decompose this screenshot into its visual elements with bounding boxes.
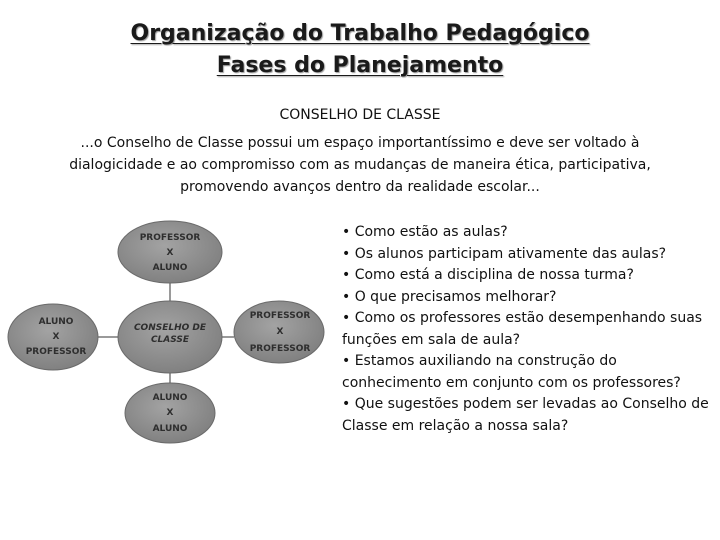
node-right-line3: PROFESSOR: [250, 344, 311, 354]
node-top-line3: ALUNO: [153, 263, 188, 273]
node-center-line2: CLASSE: [151, 335, 190, 345]
node-center-line1: CONSELHO DE: [134, 323, 207, 333]
node-right: PROFESSOR X PROFESSOR: [233, 300, 325, 364]
node-bottom-line3: ALUNO: [153, 424, 188, 434]
question-item: • Como está a disciplina de nossa turma?: [342, 267, 634, 283]
node-top-line1: PROFESSOR: [140, 233, 201, 243]
node-top: PROFESSOR X ALUNO: [117, 220, 223, 284]
node-center: CONSELHO DE CLASSE: [117, 300, 223, 374]
section-heading: CONSELHO DE CLASSE: [279, 107, 441, 123]
node-left-line3: PROFESSOR: [26, 347, 87, 357]
question-item: • Os alunos participam ativamente das au…: [342, 245, 667, 262]
node-left-line1: ALUNO: [39, 317, 74, 327]
question-list: • Como estão as aulas? • Os alunos parti…: [342, 222, 714, 437]
node-left-line2: X: [53, 332, 60, 342]
question-item: • Como os professores estão desempenhand…: [342, 310, 703, 348]
question-item: • Estamos auxiliando na construção do co…: [342, 353, 681, 391]
conselho-diagram: PROFESSOR X ALUNO ALUNO X PROFESSOR CONS…: [7, 220, 325, 444]
node-right-line2: X: [277, 327, 284, 337]
node-bottom: ALUNO X ALUNO: [124, 382, 216, 444]
question-item: • Como estão as aulas?: [342, 224, 508, 240]
node-bottom-line2: X: [167, 408, 174, 418]
page-title: Organização do Trabalho Pedagógico: [130, 21, 590, 46]
page-subtitle: Fases do Planejamento: [216, 53, 504, 78]
question-item: • Que sugestões podem ser levadas ao Con…: [342, 396, 709, 434]
title-block: Organização do Trabalho Pedagógico Fases…: [0, 18, 720, 82]
node-right-line1: PROFESSOR: [250, 311, 311, 321]
node-top-line2: X: [167, 248, 174, 258]
question-item: • O que precisamos melhorar?: [342, 288, 557, 305]
intro-paragraph: ...o Conselho de Classe possui um espaço…: [69, 135, 651, 195]
node-left: ALUNO X PROFESSOR: [7, 303, 99, 371]
node-bottom-line1: ALUNO: [153, 393, 188, 403]
